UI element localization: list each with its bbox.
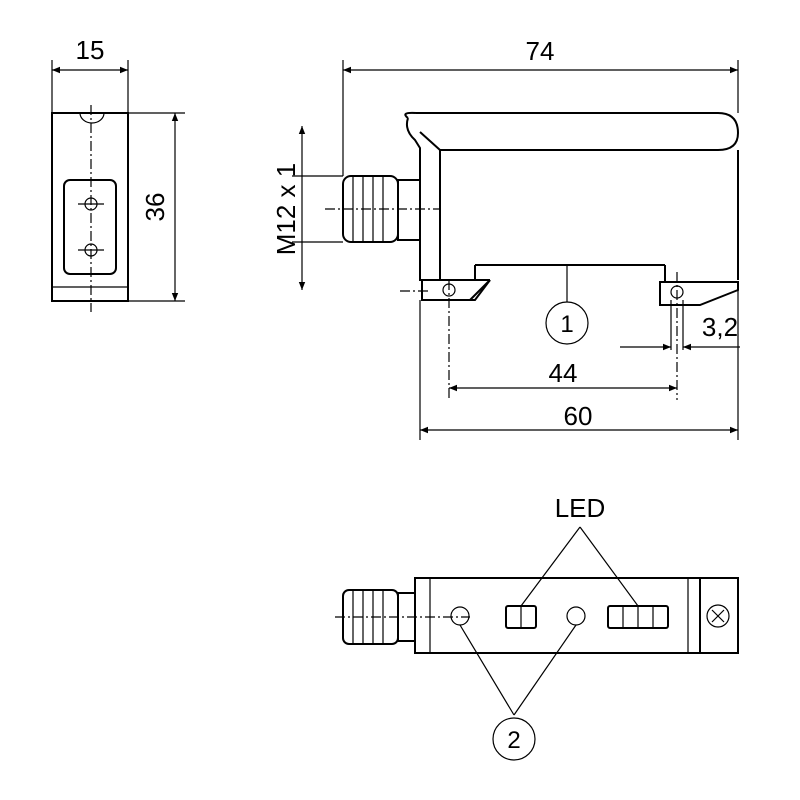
top-view: LED 2 bbox=[335, 493, 739, 761]
dim-width-front: 15 bbox=[76, 35, 105, 65]
dim-body-length: 60 bbox=[564, 401, 593, 431]
side-view: M12 x 1 74 3,2 44 60 1 bbox=[271, 36, 740, 440]
dim-thread: M12 x 1 bbox=[271, 163, 301, 256]
callout-buttons: 2 bbox=[507, 727, 520, 754]
dim-length-total: 74 bbox=[526, 36, 555, 66]
dim-height-front: 36 bbox=[140, 193, 170, 222]
front-view: 15 36 bbox=[51, 35, 185, 312]
label-led: LED bbox=[555, 493, 606, 523]
callout-mounting: 1 bbox=[560, 311, 573, 338]
dim-hole-diameter: 3,2 bbox=[702, 312, 738, 342]
dim-hole-spacing: 44 bbox=[549, 358, 578, 388]
